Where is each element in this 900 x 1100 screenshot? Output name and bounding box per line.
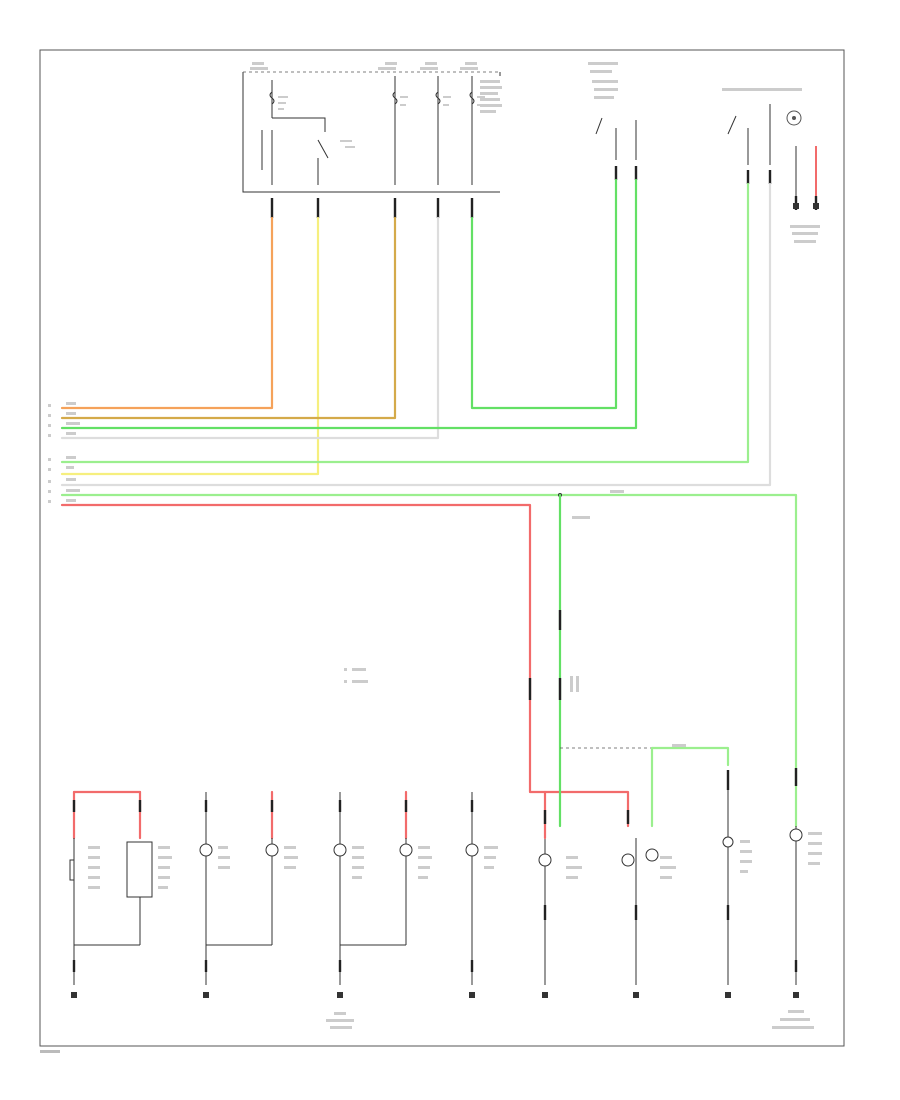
legend (344, 668, 368, 683)
wire-harness-lower (528, 493, 798, 828)
wire-harness-upper (60, 178, 798, 828)
ground-icon (71, 203, 819, 998)
lamp-icon (333, 792, 364, 985)
lamp-icon (340, 790, 432, 946)
ground-labels (326, 1010, 814, 1029)
connector-icon (72, 800, 798, 972)
lamp-icon (199, 792, 230, 985)
bottom-components (69, 203, 822, 1029)
switch-icon (588, 62, 637, 160)
diagram-frame (39, 49, 845, 1047)
connector-icon (270, 166, 818, 218)
lamp-icon (206, 790, 298, 946)
fuse-box-labels (250, 62, 502, 113)
fuse-icon (435, 76, 451, 185)
lamp-icon (722, 790, 752, 985)
lamp-icon (621, 838, 676, 985)
fuse-box (242, 62, 502, 193)
sensor-icon (74, 841, 172, 946)
switch-icon (722, 88, 802, 165)
fuse-icon (269, 80, 326, 132)
footer-code-mark (40, 1050, 60, 1053)
fuse-icon (469, 76, 485, 185)
lamp-icon (465, 792, 498, 985)
fuse-icon (392, 76, 408, 185)
wire-labels (48, 402, 80, 503)
lamp-icon (789, 826, 822, 985)
sensor-icon (790, 146, 820, 243)
switch-icon (261, 130, 355, 185)
